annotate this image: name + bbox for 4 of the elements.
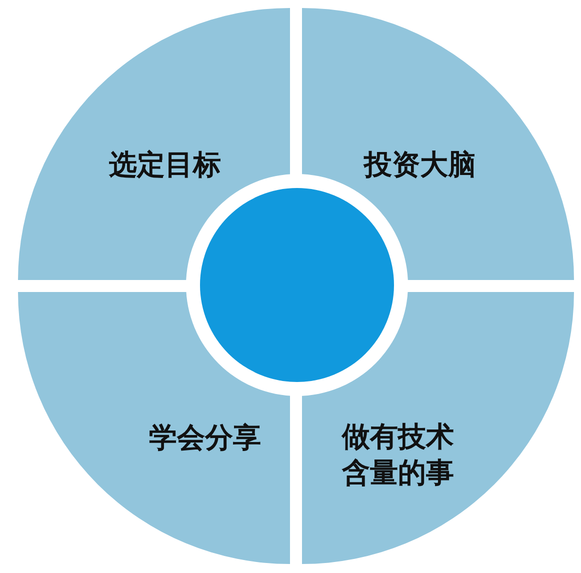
segment-label: 学会分享 — [148, 420, 262, 456]
segment-label: 投资大脑 — [362, 147, 477, 183]
segment-label: 选定目标 — [108, 147, 222, 183]
segment-label: 做有技术含量的事 — [340, 419, 455, 491]
